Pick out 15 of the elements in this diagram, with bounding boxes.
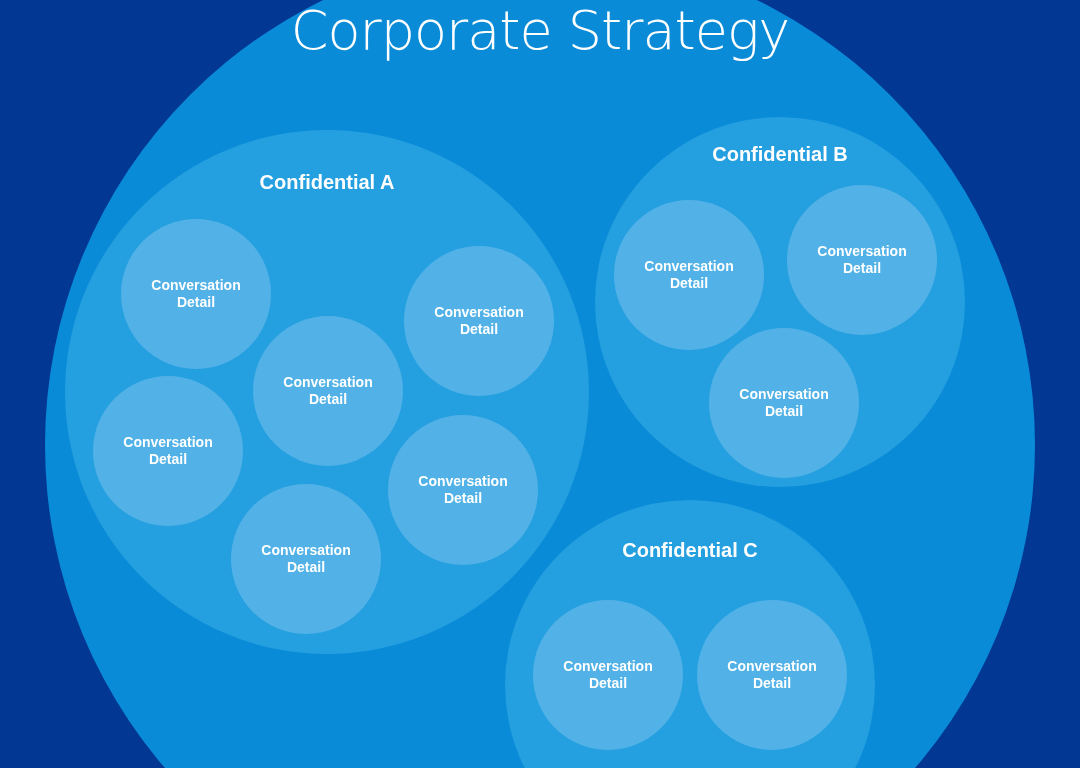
- detail-label: Conversation Detail: [260, 542, 352, 576]
- detail-label: Conversation Detail: [726, 658, 818, 692]
- detail-label: Conversation Detail: [738, 386, 830, 420]
- detail-label: Conversation Detail: [122, 434, 214, 468]
- detail-label: Conversation Detail: [150, 277, 242, 311]
- title: Corporate Strategy: [289, 0, 791, 62]
- group-heading: Confidential B: [711, 142, 849, 166]
- detail-label: Conversation Detail: [282, 374, 374, 408]
- detail-label: Conversation Detail: [816, 243, 908, 277]
- detail-label: Conversation Detail: [562, 658, 654, 692]
- detail-label: Conversation Detail: [643, 258, 735, 292]
- detail-label: Conversation Detail: [433, 304, 525, 338]
- group-heading: Confidential A: [258, 170, 396, 194]
- detail-label: Conversation Detail: [417, 473, 509, 507]
- group-heading: Confidential C: [621, 538, 759, 562]
